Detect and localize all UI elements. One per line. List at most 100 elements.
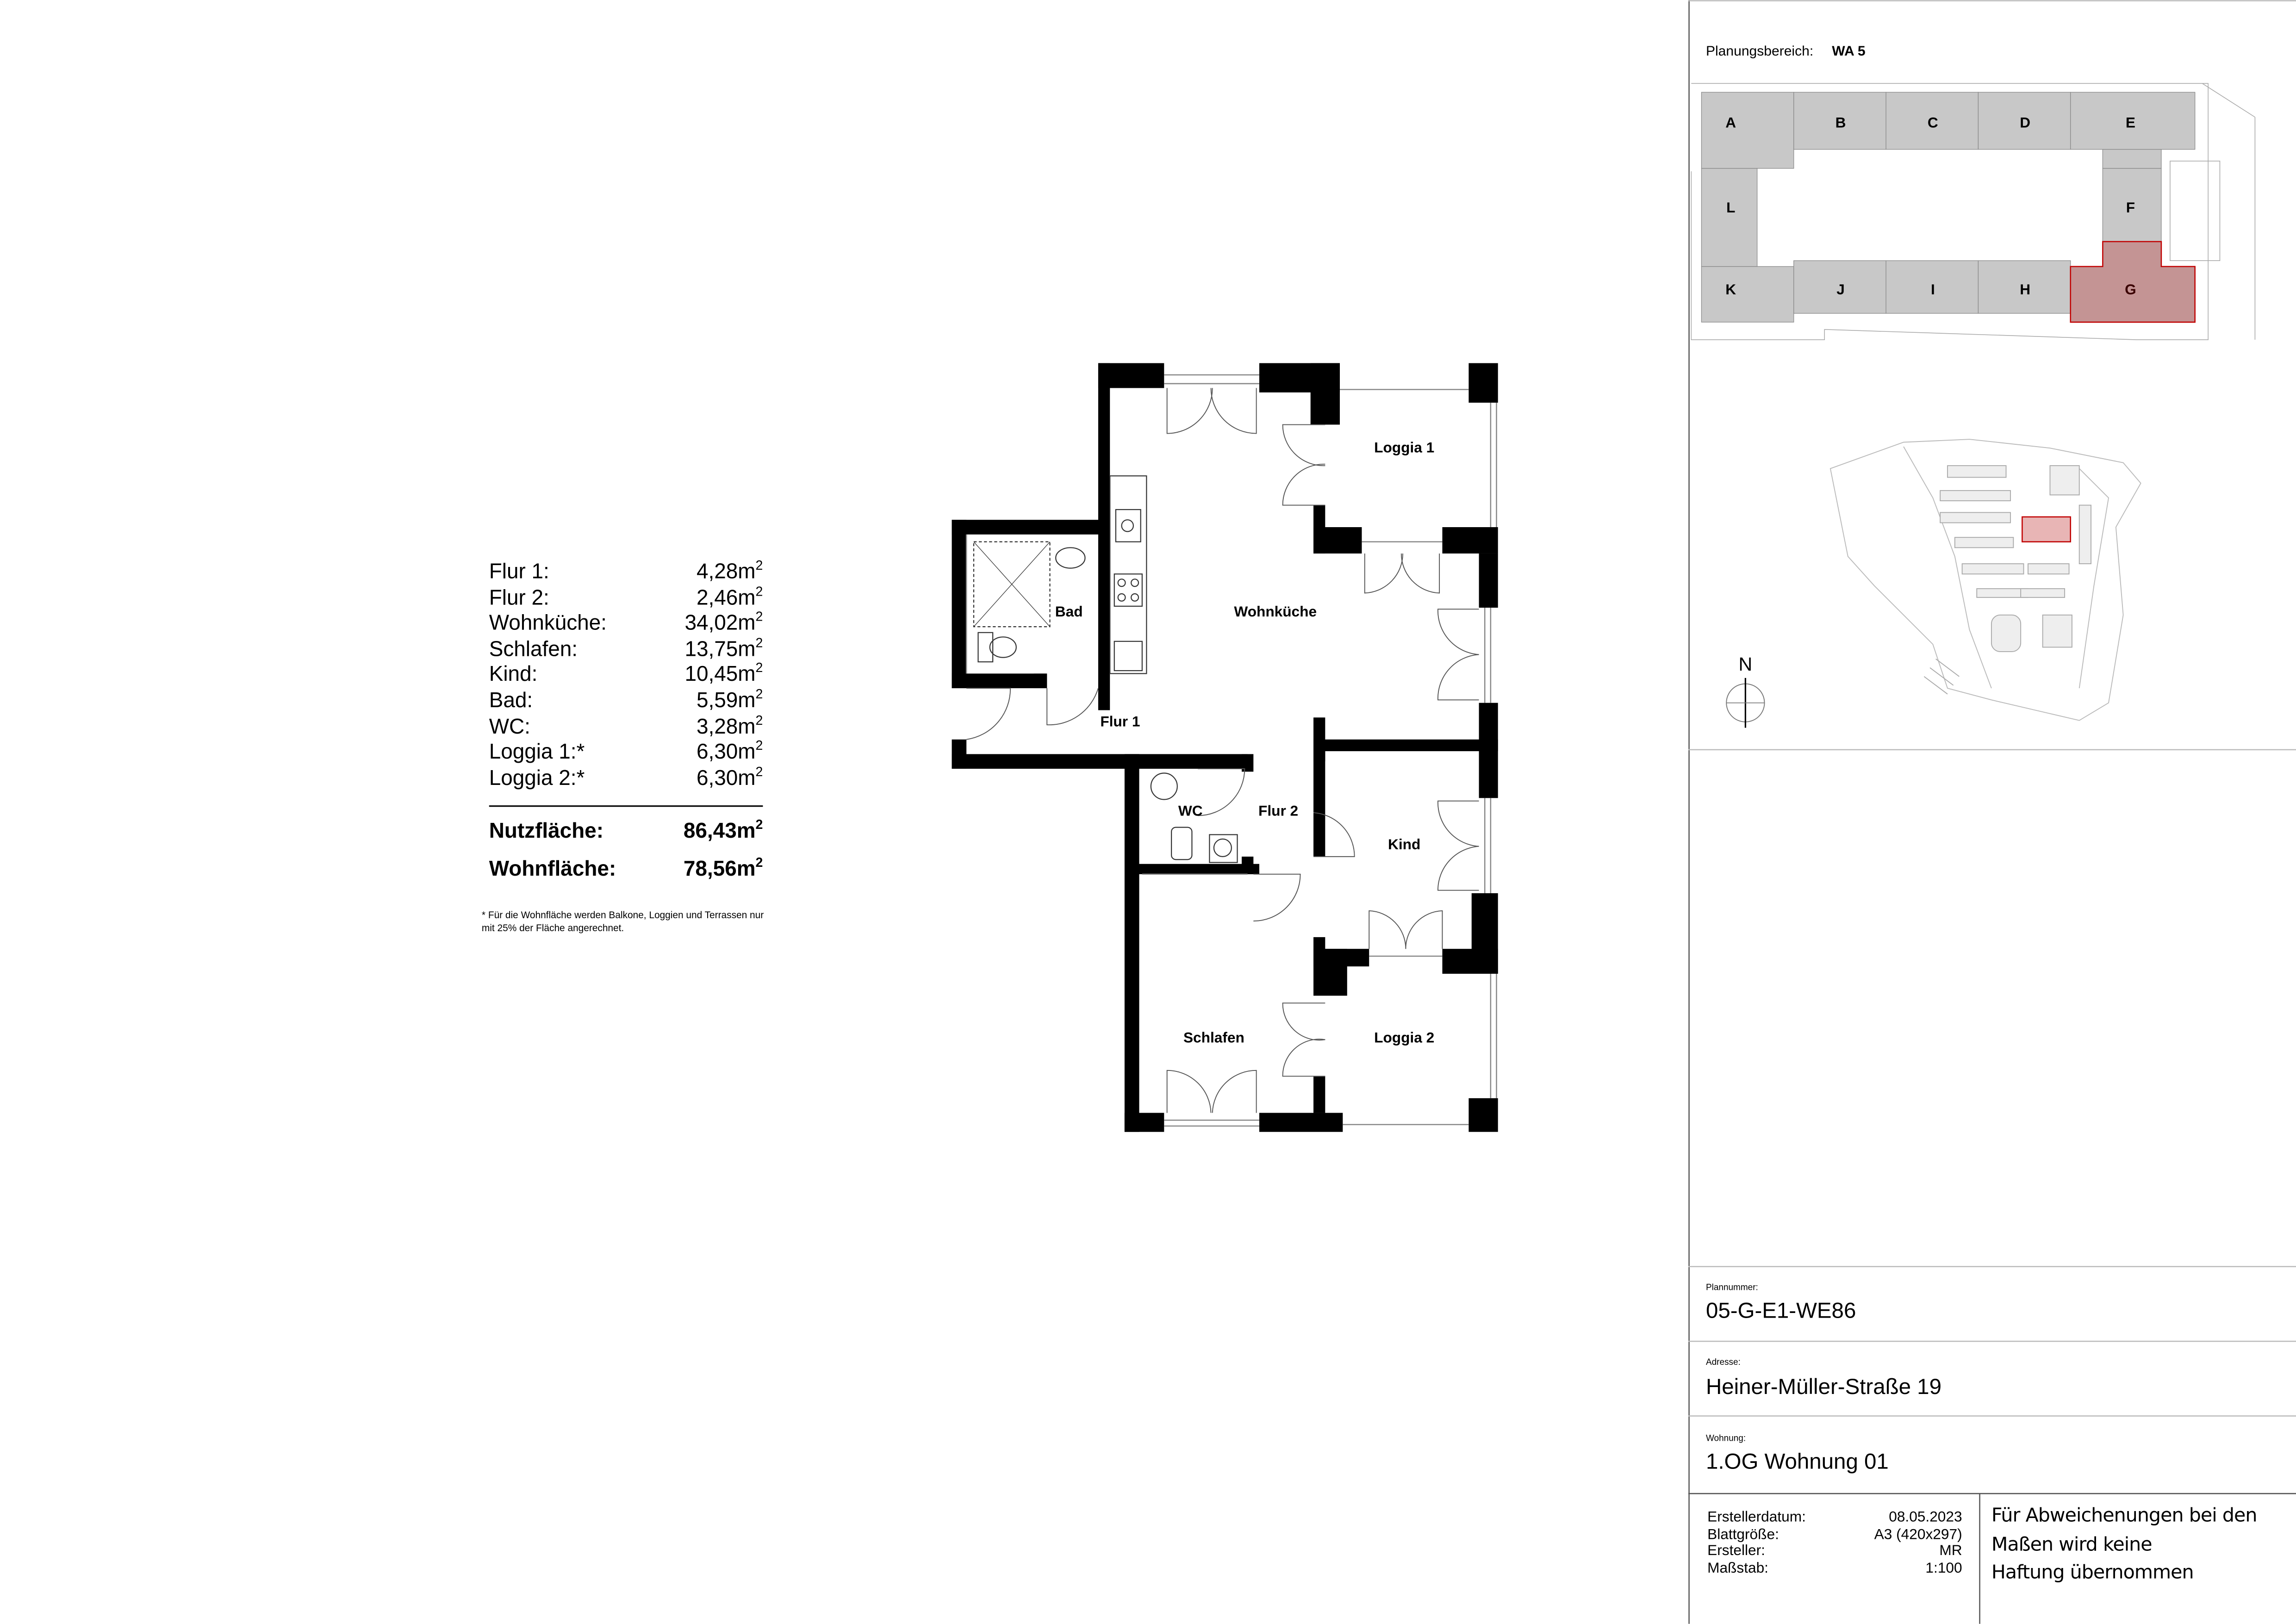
area-value: 2,46m bbox=[696, 586, 756, 610]
door-swing bbox=[1369, 910, 1406, 949]
door-swing bbox=[1437, 800, 1479, 847]
wohnung-label: Wohnung: bbox=[1705, 1435, 1746, 1444]
north-arrow-icon: N bbox=[1726, 653, 1765, 728]
washbasin-icon bbox=[1055, 547, 1086, 569]
room-label-wohnkueche: Wohnküche bbox=[1234, 603, 1317, 620]
area-value: 4,28m bbox=[696, 560, 756, 585]
area-value: 6,30m bbox=[696, 767, 756, 790]
door-swing bbox=[1198, 768, 1245, 816]
wall bbox=[1241, 856, 1254, 874]
door-swing bbox=[1166, 1070, 1212, 1113]
nutzflaeche-value: 86,43m bbox=[683, 820, 756, 844]
title-block-frame bbox=[1688, 0, 2296, 1624]
wall bbox=[1468, 363, 1498, 403]
key-block-label: I bbox=[1931, 281, 1935, 298]
door-swing bbox=[1210, 388, 1257, 434]
room-label-schlafen: Schlafen bbox=[1183, 1029, 1244, 1046]
site-plan bbox=[1829, 439, 2141, 721]
plannummer-label: Plannummer: bbox=[1705, 1284, 1758, 1293]
unit-sup: 2 bbox=[755, 738, 763, 753]
room-label-flur1: Flur 1 bbox=[1100, 713, 1140, 729]
area-row: Loggia 1:*6,30m2 bbox=[489, 738, 763, 767]
washing-machine-icon bbox=[1213, 838, 1232, 857]
unit-sup: 2 bbox=[755, 817, 763, 832]
windows-and-railings bbox=[965, 374, 1497, 1127]
toilet-icon bbox=[989, 636, 1017, 658]
planungsbereich-label: Planungsbereich: bbox=[1705, 44, 1814, 60]
wall bbox=[952, 754, 1139, 769]
key-block-K bbox=[1701, 266, 1794, 323]
wall bbox=[1124, 1113, 1164, 1132]
area-label: Kind: bbox=[489, 664, 538, 688]
wohnflaeche-row: Wohnfläche: 78,56m2 bbox=[489, 855, 763, 884]
door-swing bbox=[966, 688, 1011, 740]
area-row: Schlafen:13,75m2 bbox=[489, 635, 763, 664]
key-block-I bbox=[1885, 260, 1979, 314]
area-value: 10,45m bbox=[684, 664, 756, 688]
wall bbox=[1468, 1098, 1498, 1132]
door-swing bbox=[1405, 910, 1443, 949]
door-swing bbox=[1282, 1039, 1325, 1077]
room-label-flur2: Flur 2 bbox=[1258, 802, 1298, 819]
meta-value: 1:100 bbox=[1925, 1560, 1962, 1576]
door-swing bbox=[1437, 654, 1479, 701]
meta-value: 08.05.2023 bbox=[1889, 1509, 1962, 1526]
meta-row: Maßstab:1:100 bbox=[1707, 1560, 1962, 1577]
wall bbox=[1313, 392, 1325, 425]
area-label: Flur 2: bbox=[489, 586, 549, 610]
wall bbox=[1313, 1076, 1325, 1113]
key-block-label: B bbox=[1836, 114, 1846, 131]
room-labels: Loggia 1 Bad Wohnküche Flur 1 WC Flur 2 … bbox=[1055, 439, 1434, 1046]
room-label-kind: Kind bbox=[1388, 836, 1420, 852]
room-label-loggia1: Loggia 1 bbox=[1374, 439, 1434, 456]
unit-sup: 2 bbox=[755, 635, 763, 650]
unit-sup: 2 bbox=[755, 712, 763, 728]
door-swing bbox=[1437, 846, 1479, 891]
shower-icon bbox=[973, 541, 1051, 628]
key-block-L bbox=[1701, 168, 1758, 267]
area-row: Flur 2:2,46m2 bbox=[489, 585, 763, 612]
meta-value: A3 (420x297) bbox=[1874, 1526, 1962, 1543]
planungsbereich-value: WA 5 bbox=[1832, 44, 1866, 60]
wall bbox=[1313, 527, 1362, 554]
room-label-wc: WC bbox=[1178, 802, 1203, 819]
key-block-label: D bbox=[2020, 114, 2030, 131]
area-row: Kind: 10,45m2 bbox=[489, 661, 763, 689]
unit-sup: 2 bbox=[755, 661, 763, 676]
door-swing bbox=[1313, 812, 1355, 857]
planungsbereich: Planungsbereich: WA 5 bbox=[1706, 44, 1866, 60]
door-swing bbox=[1212, 1070, 1257, 1113]
unit-sup: 2 bbox=[755, 855, 763, 870]
area-row: WC:3,28m2 bbox=[489, 712, 763, 741]
wall bbox=[1313, 949, 1347, 996]
area-value: 34,02m bbox=[684, 612, 756, 636]
key-block-label: K bbox=[1725, 281, 1736, 298]
meta-value: MR bbox=[1939, 1543, 1962, 1560]
unit-sup: 2 bbox=[755, 609, 763, 624]
meta-row: Erstellerdatum:08.05.2023 bbox=[1707, 1510, 1962, 1526]
unit-sup: 2 bbox=[755, 558, 763, 573]
wall bbox=[1139, 864, 1259, 874]
area-value: 3,28m bbox=[696, 715, 756, 739]
nutzflaeche-label: Nutzfläche: bbox=[489, 820, 604, 844]
plannummer-value: 05-G-E1-WE86 bbox=[1705, 1299, 1856, 1324]
disclaimer-line: Maßen wird keine bbox=[1991, 1534, 2153, 1556]
area-row: Bad:5,59m2 bbox=[489, 687, 763, 715]
meta-label: Blattgröße: bbox=[1707, 1526, 1779, 1543]
key-block-label: H bbox=[2020, 281, 2030, 298]
room-label-bad: Bad bbox=[1055, 603, 1083, 620]
door-swing bbox=[1046, 688, 1099, 726]
key-block-label: L bbox=[1726, 199, 1735, 216]
wall bbox=[1098, 363, 1110, 710]
area-value: 13,75m bbox=[684, 638, 756, 662]
wall bbox=[1313, 751, 1325, 857]
wall bbox=[1033, 673, 1047, 689]
wall bbox=[1442, 527, 1498, 554]
meta-row: Blattgröße: A3 (420x297) bbox=[1707, 1526, 1962, 1543]
door-swing bbox=[1437, 609, 1479, 655]
door-swing bbox=[1282, 424, 1325, 467]
adresse-value: Heiner-Müller-Straße 19 bbox=[1705, 1375, 1941, 1400]
wall bbox=[952, 520, 1109, 535]
